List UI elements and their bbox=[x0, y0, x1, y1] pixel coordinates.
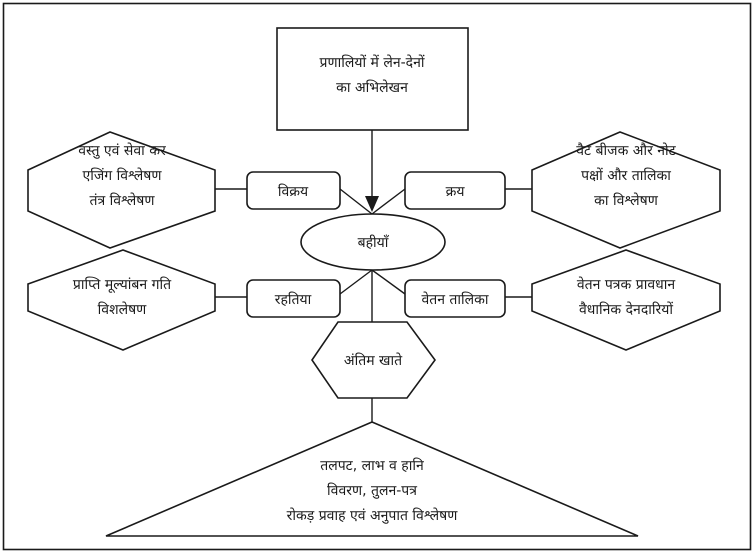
payroll-analysis-line-2: वैधानिक देनदारियों bbox=[579, 301, 673, 318]
final-output-shape bbox=[105, 421, 639, 537]
inventory-box bbox=[246, 279, 341, 318]
node-final-output: तलपट, लाभ व हानि विवरण, तुलन-पत्र रोकड़ … bbox=[105, 421, 639, 537]
connectors bbox=[215, 130, 532, 422]
purchase-box bbox=[404, 171, 506, 210]
ledgers-ellipse bbox=[300, 213, 446, 271]
node-recording: प्रणालियों में लेन-देनों का अभिलेखन bbox=[276, 27, 469, 131]
node-ledgers: बहीयाँ bbox=[300, 213, 446, 271]
recording-box bbox=[276, 27, 469, 131]
node-final-accounts: अंतिम खाते bbox=[311, 321, 436, 399]
connector-ledgers-inventory bbox=[339, 269, 373, 295]
node-purchase-analysis: वैट बीजक और नोट पक्षों और तालिका का विश्… bbox=[531, 131, 721, 249]
inventory-label: रहतिया bbox=[275, 291, 312, 308]
recording-line-2: का अभिलेखन bbox=[336, 79, 408, 96]
payroll-label: वेतन तालिका bbox=[421, 291, 488, 308]
purchase-analysis-shape bbox=[531, 131, 721, 249]
payroll-analysis-shape bbox=[531, 249, 721, 351]
node-sales-analysis: वस्तु एवं सेवा कर एजिंग विश्लेषण तंत्र व… bbox=[27, 131, 216, 249]
node-payroll-analysis: वेतन पत्रक प्रावधान वैधानिक देनदारियों bbox=[531, 249, 721, 351]
final-output-line-2: विवरण, तुलन-पत्र bbox=[327, 482, 417, 499]
inventory-analysis-shape bbox=[27, 249, 216, 351]
node-inventory: रहतिया bbox=[246, 279, 341, 318]
purchase-analysis-line-3: का विश्लेषण bbox=[594, 192, 659, 209]
recording-line-1: प्रणालियों में लेन-देनों bbox=[320, 54, 425, 71]
inventory-analysis-line-2: विशलेषण bbox=[98, 301, 148, 318]
purchase-label: क्रय bbox=[446, 184, 466, 200]
purchase-analysis-line-2: पक्षों और तालिका bbox=[581, 167, 671, 184]
sales-label: विक्रय bbox=[278, 183, 309, 200]
node-purchase: क्रय bbox=[404, 171, 506, 210]
connector-ledgers-payroll bbox=[371, 269, 406, 295]
payroll-box bbox=[404, 279, 506, 318]
sales-analysis-line-1: वस्तु एवं सेवा कर bbox=[78, 142, 166, 159]
payroll-analysis-line-1: वेतन पत्रक प्रावधान bbox=[577, 276, 675, 293]
node-payroll: वेतन तालिका bbox=[404, 279, 506, 318]
final-output-line-1: तलपट, लाभ व हानि bbox=[320, 457, 424, 474]
sales-analysis-shape bbox=[27, 131, 216, 249]
connector-purchase-ledgers bbox=[371, 188, 406, 215]
sales-analysis-line-3: तंत्र विश्लेषण bbox=[89, 192, 155, 209]
ledgers-label: बहीयाँ bbox=[358, 234, 390, 251]
connector-sales-ledgers bbox=[339, 188, 373, 215]
sales-analysis-line-2: एजिंग विश्लेषण bbox=[83, 167, 163, 184]
arrow-head-icon bbox=[365, 196, 379, 212]
node-sales: विक्रय bbox=[246, 171, 341, 210]
inventory-analysis-line-1: प्राप्ति मूल्यांबन गति bbox=[73, 276, 172, 293]
sales-box bbox=[246, 171, 341, 210]
purchase-analysis-line-1: वैट बीजक और नोट bbox=[576, 142, 676, 159]
final-accounts-shape bbox=[311, 321, 436, 399]
node-inventory-analysis: प्राप्ति मूल्यांबन गति विशलेषण bbox=[27, 249, 216, 351]
final-output-line-3: रोकड़ प्रवाह एवं अनुपात विश्लेषण bbox=[287, 507, 459, 524]
final-accounts-label: अंतिम खाते bbox=[344, 352, 403, 369]
